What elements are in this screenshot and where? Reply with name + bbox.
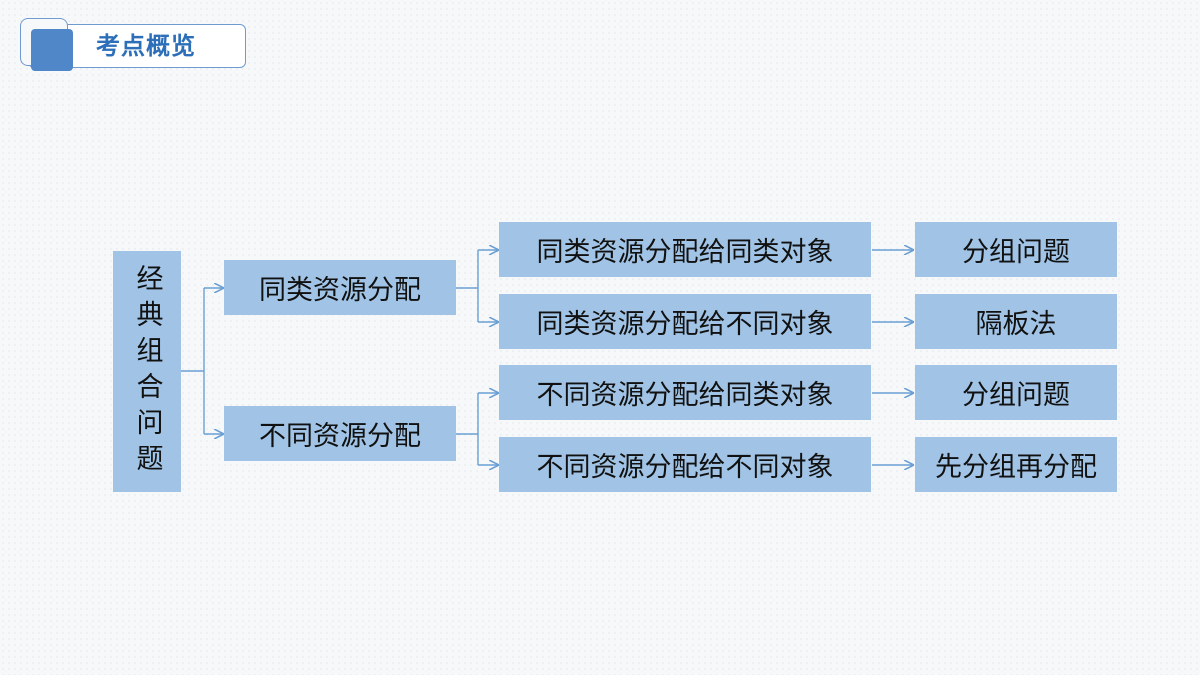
case-node-1: 同类资源分配给同类对象 bbox=[499, 222, 871, 277]
result-node-4: 先分组再分配 bbox=[915, 437, 1117, 492]
section-header-badge: 考点概览 bbox=[20, 18, 246, 71]
header-square-fill bbox=[31, 29, 73, 71]
page-title: 考点概览 bbox=[96, 32, 196, 60]
header-square-icon bbox=[20, 18, 73, 71]
root-node: 经典组合问题 bbox=[113, 251, 181, 492]
branch-node-different-resource: 不同资源分配 bbox=[224, 406, 456, 461]
case-node-4: 不同资源分配给不同对象 bbox=[499, 437, 871, 492]
result-node-1: 分组问题 bbox=[915, 222, 1117, 277]
result-node-3: 分组问题 bbox=[915, 365, 1117, 420]
branch-node-same-resource: 同类资源分配 bbox=[224, 260, 456, 315]
result-node-2: 隔板法 bbox=[915, 294, 1117, 349]
case-node-3: 不同资源分配给同类对象 bbox=[499, 365, 871, 420]
case-node-2: 同类资源分配给不同对象 bbox=[499, 294, 871, 349]
